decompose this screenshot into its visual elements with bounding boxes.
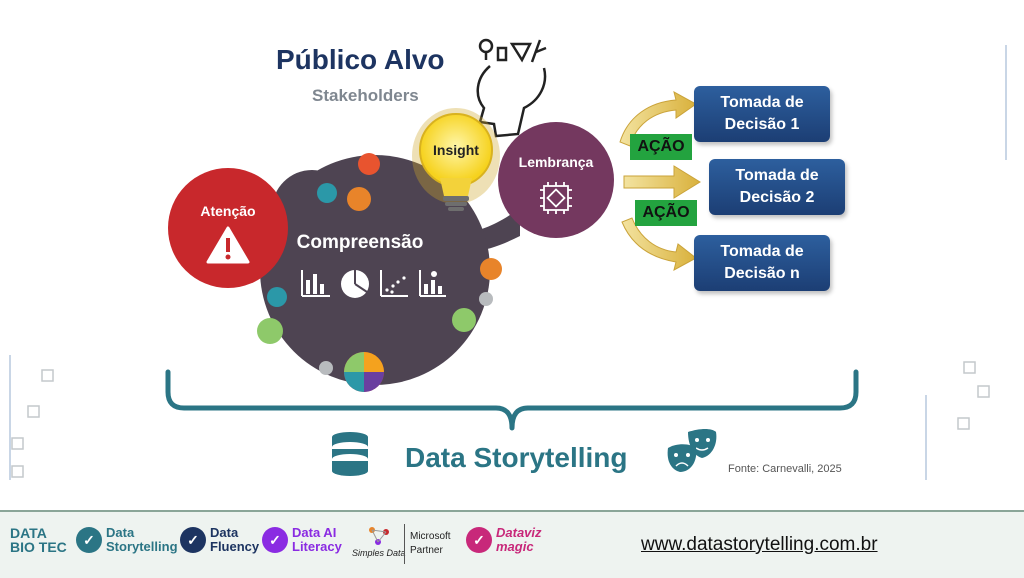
- theatre-masks-icon: [667, 429, 717, 472]
- chart-icons: [301, 270, 446, 298]
- logo-data-fluency-label: Data Fluency: [210, 525, 260, 554]
- warning-icon: [206, 226, 250, 264]
- database-icon: [332, 432, 368, 476]
- website-link[interactable]: www.datastorytelling.com.br: [641, 534, 878, 555]
- logo-data-storytelling[interactable]: ✓ Data Storytelling: [76, 526, 178, 554]
- remembrance-label: Lembrança: [518, 154, 594, 170]
- page-title: Público Alvo: [276, 44, 445, 75]
- decorative-dots: [257, 153, 502, 375]
- logo-microsoft-partner-label: Microsoft Partner: [410, 531, 451, 556]
- dataviz-logo-icon: ✓: [466, 527, 492, 553]
- color-wheel-icon: [344, 352, 384, 392]
- footer-bar: DATA BIO TEC ✓ Data Storytelling ✓ Data …: [0, 510, 1024, 578]
- logo-simples-data-label: Simples Data: [352, 548, 406, 558]
- bar-chart-icon: [301, 270, 330, 297]
- ai-literacy-logo-icon: ✓: [262, 527, 288, 553]
- logo-data-ai-literacy-label: Data AI Literacy: [292, 525, 342, 554]
- infographic: Público Alvo Stakeholders Atenção Compre…: [9, 38, 1007, 480]
- page-subtitle: Stakeholders: [312, 86, 419, 105]
- pie-chart-icon: [341, 270, 369, 298]
- footer-divider: [404, 524, 405, 564]
- star-bar-chart-icon: [419, 270, 446, 297]
- decision-box-2: Tomada de Decisão 2: [709, 159, 845, 215]
- logo-data-fluency[interactable]: ✓ Data Fluency: [180, 526, 259, 554]
- insight-label: Insight: [433, 142, 479, 158]
- logo-microsoft-partner[interactable]: Microsoft Partner: [410, 530, 451, 558]
- logo-simples-data[interactable]: Simples Data: [352, 524, 406, 560]
- scatter-chart-icon: [380, 270, 408, 297]
- storytelling-logo-icon: ✓: [76, 527, 102, 553]
- chip-icon: [540, 182, 572, 214]
- action-arrows: [619, 91, 701, 271]
- decision-box-1: Tomada de Decisão 1: [694, 86, 830, 142]
- brace: [165, 369, 859, 431]
- comprehension-label: Compreensão: [296, 232, 424, 253]
- blob-connector: [418, 208, 520, 251]
- logo-data-storytelling-label: Data Storytelling: [106, 525, 178, 554]
- head-tools-icon: [476, 38, 547, 138]
- logo-databiotec-label: DATA BIO TEC: [10, 525, 67, 555]
- fluency-logo-icon: ✓: [180, 527, 206, 553]
- logo-data-ai-literacy[interactable]: ✓ Data AI Literacy: [262, 526, 342, 554]
- decision-box-n: Tomada de Decisão n: [694, 235, 830, 291]
- logo-dataviz-magic-label: Dataviz magic: [496, 525, 542, 554]
- source-citation: Fonte: Carnevalli, 2025: [728, 463, 842, 475]
- diagram-graphics: [9, 38, 1007, 480]
- logo-databiotec[interactable]: DATA BIO TEC: [10, 526, 67, 554]
- network-icon: [368, 527, 389, 545]
- attention-label: Atenção: [200, 203, 256, 219]
- remembrance-circle: [498, 122, 614, 238]
- logo-dataviz-magic[interactable]: ✓ Dataviz magic: [466, 526, 542, 554]
- decorative-squares: [11, 361, 990, 478]
- lightbulb-icon: [412, 108, 500, 211]
- data-storytelling-title: Data Storytelling: [405, 442, 628, 473]
- action-tag-2: AÇÃO: [635, 200, 697, 226]
- action-tag-1: AÇÃO: [630, 134, 692, 160]
